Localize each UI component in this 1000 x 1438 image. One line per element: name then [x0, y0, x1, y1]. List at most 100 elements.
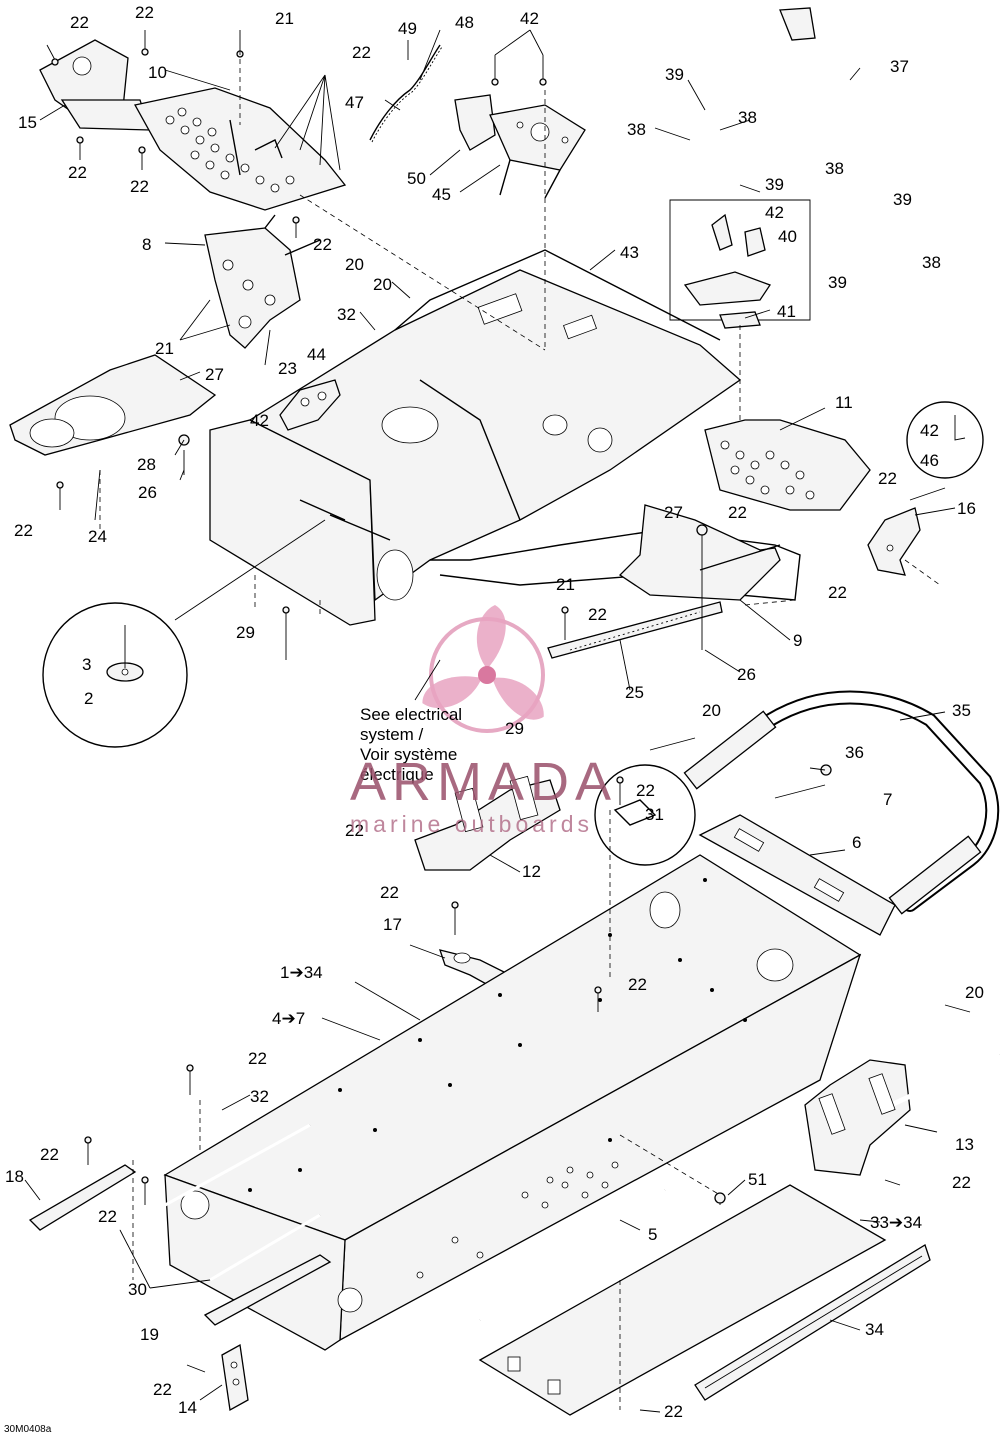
- part-47-cable: [369, 44, 443, 143]
- range-callout: 4➔7: [272, 1009, 305, 1028]
- callout: 42: [920, 421, 939, 440]
- callout: 6: [852, 833, 861, 852]
- part-6-plate: [698, 814, 896, 936]
- part-25-brace: [547, 601, 723, 659]
- callout: 36: [845, 743, 864, 762]
- callout: 22: [98, 1207, 117, 1226]
- svg-text:See electrical: See electrical: [360, 705, 462, 724]
- callout: 42: [250, 411, 269, 430]
- callout: 20: [702, 701, 721, 720]
- svg-text:system /: system /: [360, 725, 424, 744]
- part-16-bracket: [867, 507, 921, 576]
- callout: 15: [18, 113, 37, 132]
- callout: 22: [313, 235, 332, 254]
- part-19-angle: [203, 1254, 332, 1326]
- callout: 7: [883, 790, 892, 809]
- detail-circle-42-46: [906, 401, 984, 479]
- leader-lines: [24, 29, 956, 1401]
- callout: 24: [88, 527, 107, 546]
- callout: 32: [337, 305, 356, 324]
- part-18-angle: [28, 1164, 137, 1231]
- callout: 22: [130, 177, 149, 196]
- part-9-brace: [618, 504, 781, 601]
- watermark-tagline: marine outboards: [350, 811, 593, 837]
- callout: 42: [765, 203, 784, 222]
- svg-text:Voir système: Voir système: [360, 745, 457, 764]
- part-24-footrest: [9, 354, 217, 456]
- part-33-bottom-plate: [478, 1184, 887, 1416]
- callout: 38: [627, 120, 646, 139]
- callout: 10: [148, 63, 167, 82]
- callout: 28: [137, 455, 156, 474]
- callout: 41: [777, 302, 796, 321]
- callout: 3: [82, 655, 91, 674]
- callout: 22: [728, 503, 747, 522]
- callout: 44: [307, 345, 326, 364]
- part-30-rails: [119, 1123, 321, 1282]
- part-10-support-plate: [39, 39, 347, 211]
- callout: 26: [737, 665, 756, 684]
- callout: 5: [648, 1225, 657, 1244]
- callout: 13: [955, 1135, 974, 1154]
- callout: 20: [965, 983, 984, 1002]
- callout: 31: [645, 805, 664, 824]
- callout: 20: [345, 255, 364, 274]
- part-44-bracket: [279, 379, 341, 431]
- callout: 22: [40, 1145, 59, 1164]
- callout: 11: [835, 393, 853, 412]
- detail-circle-31: [594, 764, 696, 866]
- range-callout: 1➔34: [280, 963, 323, 982]
- callout: 39: [665, 65, 684, 84]
- part-13-footrest-bracket: [804, 1052, 1000, 1176]
- callout-labels: 22 22 21 22 49 48 42 10 15 47 22 22 50 4…: [5, 3, 984, 1421]
- callout: 38: [922, 253, 941, 272]
- callout: 22: [588, 605, 607, 624]
- detail-circle-2-3: [42, 602, 188, 748]
- callout: 12: [522, 862, 541, 881]
- callout: 22: [636, 781, 655, 800]
- callout: 27: [664, 503, 683, 522]
- callout: 39: [828, 273, 847, 292]
- callout: 39: [893, 190, 912, 209]
- callout: 46: [920, 451, 939, 470]
- assembly-lines: [99, 50, 941, 1410]
- part-34-slide: [694, 1244, 931, 1401]
- callout: 35: [952, 701, 971, 720]
- callout: 9: [793, 631, 802, 650]
- callout: 22: [345, 821, 364, 840]
- part-11-rear-plate: [704, 419, 871, 511]
- callout: 43: [620, 243, 639, 262]
- callout: 21: [155, 339, 174, 358]
- callout: 17: [383, 915, 402, 934]
- callout: 22: [248, 1049, 267, 1068]
- callout: 38: [738, 108, 757, 127]
- callout: 22: [352, 43, 371, 62]
- callout: 22: [628, 975, 647, 994]
- tunnel: [163, 854, 862, 1351]
- callout: 51: [748, 1170, 767, 1189]
- svg-text:électrique: électrique: [360, 765, 434, 784]
- drawing-code: 30M0408a: [4, 1424, 52, 1435]
- callout: 49: [398, 19, 417, 38]
- callout: 23: [278, 359, 297, 378]
- part-37-upper-handle: [702, 7, 883, 273]
- callout: 22: [664, 1402, 683, 1421]
- part-14-plate: [221, 1343, 249, 1412]
- callout: 45: [432, 185, 451, 204]
- callout: 18: [5, 1167, 24, 1186]
- callout: 50: [407, 169, 426, 188]
- callout: 22: [153, 1380, 172, 1399]
- callout: 39: [765, 175, 784, 194]
- callout: 16: [957, 499, 976, 518]
- callout: 29: [236, 623, 255, 642]
- callout: 32: [250, 1087, 269, 1106]
- callout: 2: [84, 689, 93, 708]
- callout: 48: [455, 13, 474, 32]
- callout: 22: [68, 163, 87, 182]
- callout: 22: [380, 883, 399, 902]
- callout: 47: [345, 93, 364, 112]
- part-12-footrest-bracket: [414, 775, 561, 871]
- callout: 21: [275, 9, 294, 28]
- callout: 33➔34: [870, 1213, 922, 1232]
